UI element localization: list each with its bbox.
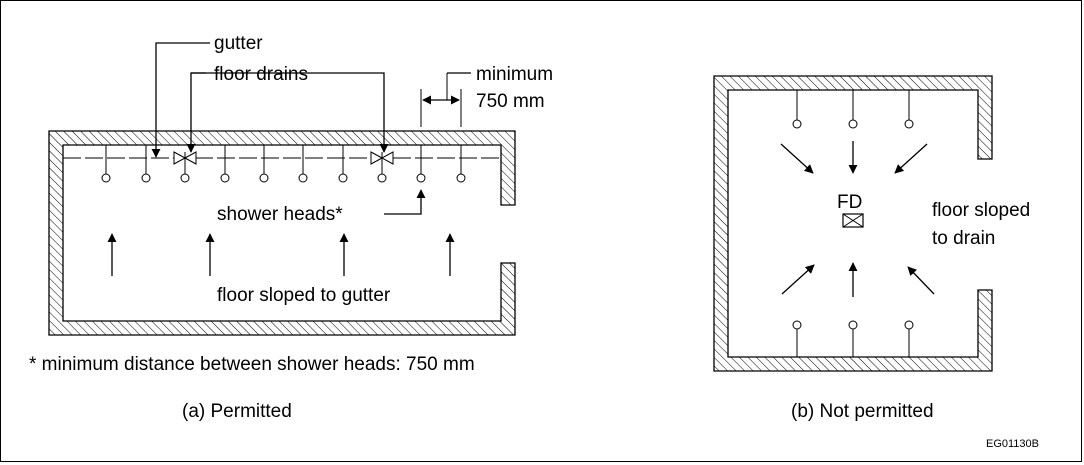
diagram-b: FD floor sloped to drain (b) Not permitt… xyxy=(713,75,1030,422)
slope-arrows-b xyxy=(780,141,935,297)
label-minimum: minimum xyxy=(476,64,553,85)
shower-head xyxy=(338,145,348,183)
shower-head xyxy=(792,90,802,129)
caption-b: (b) Not permitted xyxy=(791,401,934,422)
label-floor-sloped-gutter: floor sloped to gutter xyxy=(217,285,391,306)
shower-heads-row xyxy=(101,145,466,183)
floor-drains-leader-right xyxy=(373,72,389,153)
shower-head xyxy=(792,320,802,357)
floor-drain-right xyxy=(370,151,394,165)
shower-heads-top xyxy=(792,90,914,129)
caption-a: (a) Permitted xyxy=(182,401,292,422)
label-fd: FD xyxy=(837,192,862,213)
label-gutter: gutter xyxy=(214,33,263,54)
shower-head xyxy=(848,320,858,357)
shower-head xyxy=(904,320,914,357)
label-floor-drains: floor drains xyxy=(214,64,308,85)
floor-drain-left xyxy=(173,151,197,165)
floor-drain-fd xyxy=(842,213,864,228)
shower-head xyxy=(220,145,230,183)
label-shower-heads: shower heads* xyxy=(217,204,343,225)
label-750mm: 750 mm xyxy=(476,91,545,112)
room-b-walls xyxy=(713,75,993,372)
shower-head xyxy=(259,145,269,183)
slope-arrows-a xyxy=(107,233,455,276)
shower-head xyxy=(298,145,308,183)
shower-head xyxy=(456,145,466,183)
gutter-leader xyxy=(151,42,210,158)
figure-code: EG01130B xyxy=(986,438,1039,450)
footnote: * minimum distance between shower heads:… xyxy=(29,354,475,375)
shower-head xyxy=(904,90,914,129)
shower-head xyxy=(848,90,858,129)
shower-heads-leader xyxy=(384,189,426,215)
shower-head xyxy=(141,145,151,183)
diagram-a: gutter floor drains minimum 750 mm showe… xyxy=(29,33,553,422)
label-floor-sloped-b2: to drain xyxy=(932,228,995,249)
room-a-walls xyxy=(48,130,516,336)
shower-head xyxy=(377,164,387,183)
shower-head xyxy=(101,145,111,183)
shower-head xyxy=(180,164,190,183)
shower-heads-bottom xyxy=(792,320,914,357)
shower-head xyxy=(416,145,426,183)
label-floor-sloped-b1: floor sloped xyxy=(932,200,1030,221)
